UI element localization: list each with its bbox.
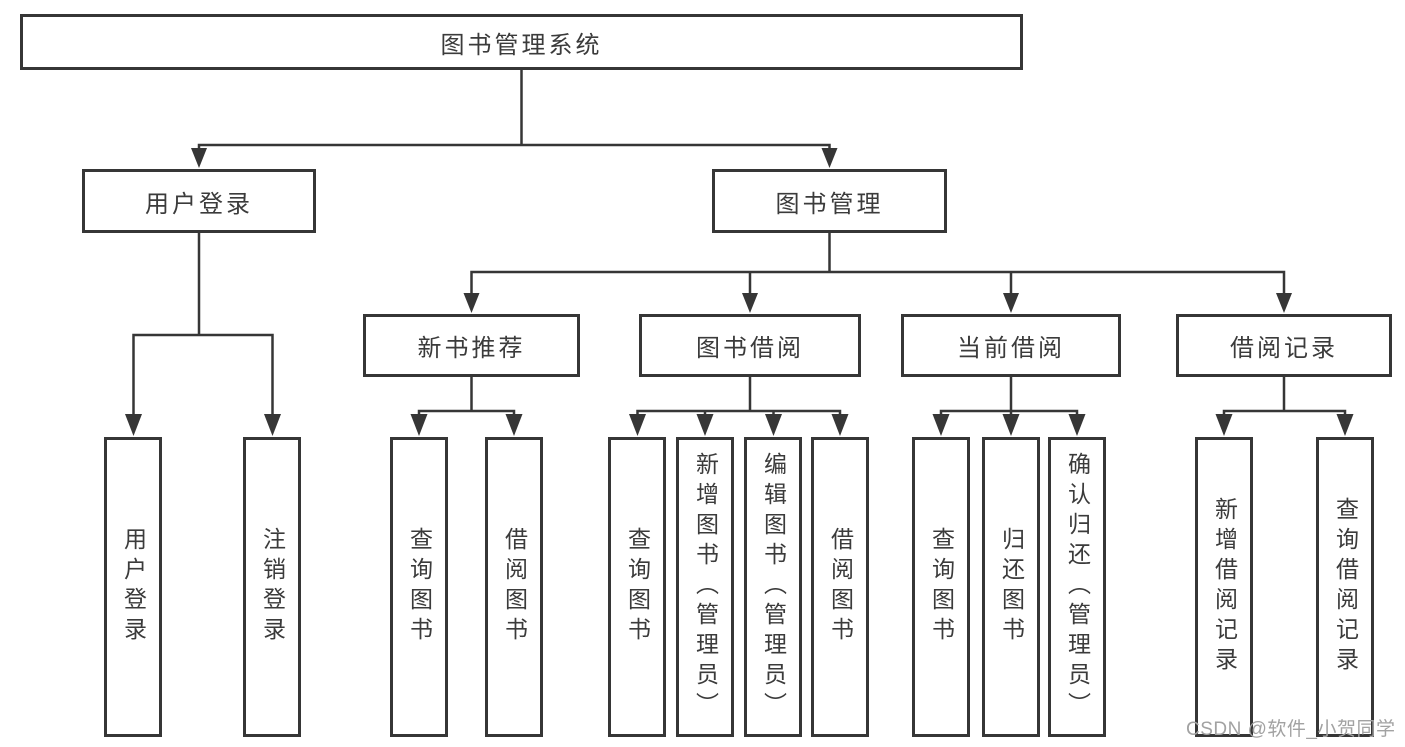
leaf-label: 注销登录 bbox=[259, 527, 286, 647]
leaf-label: 归还图书 bbox=[998, 527, 1025, 647]
node-label: 图书管理系统 bbox=[440, 31, 603, 59]
leaf-query-books-borrow: 查询图书 bbox=[608, 437, 666, 737]
node-label: 借阅记录 bbox=[1230, 335, 1338, 362]
leaf-label: 新增图书（管理员） bbox=[692, 452, 719, 722]
leaf-edit-books-admin: 编辑图书（管理员） bbox=[744, 437, 802, 737]
leaf-label: 查询图书 bbox=[928, 527, 955, 647]
node-user-login: 用户登录 bbox=[82, 169, 316, 233]
leaf-label: 查询借阅记录 bbox=[1332, 497, 1359, 677]
leaf-borrow-books-recommend: 借阅图书 bbox=[485, 437, 543, 737]
leaf-label: 编辑图书（管理员） bbox=[760, 452, 787, 722]
node-label: 图书管理 bbox=[775, 190, 884, 218]
leaf-label: 查询图书 bbox=[624, 527, 651, 647]
leaf-add-books-admin: 新增图书（管理员） bbox=[676, 437, 734, 737]
node-book-borrow: 图书借阅 bbox=[639, 314, 861, 377]
leaf-confirm-return-admin: 确认归还（管理员） bbox=[1048, 437, 1106, 737]
node-label: 图书借阅 bbox=[696, 335, 804, 362]
node-library-management-system: 图书管理系统 bbox=[20, 14, 1023, 70]
leaf-logout: 注销登录 bbox=[243, 437, 301, 737]
node-new-book-recommend: 新书推荐 bbox=[363, 314, 580, 377]
leaf-query-borrow-record: 查询借阅记录 bbox=[1316, 437, 1374, 737]
leaf-label: 确认归还（管理员） bbox=[1064, 452, 1091, 722]
leaf-label: 新增借阅记录 bbox=[1211, 497, 1238, 677]
leaf-label: 用户登录 bbox=[120, 527, 147, 647]
leaf-label: 借阅图书 bbox=[501, 527, 528, 647]
leaf-user-login: 用户登录 bbox=[104, 437, 162, 737]
leaf-borrow-books: 借阅图书 bbox=[811, 437, 869, 737]
leaf-label: 借阅图书 bbox=[827, 527, 854, 647]
node-book-management: 图书管理 bbox=[712, 169, 947, 233]
leaf-add-borrow-record: 新增借阅记录 bbox=[1195, 437, 1253, 737]
node-borrow-records: 借阅记录 bbox=[1176, 314, 1392, 377]
leaf-label: 查询图书 bbox=[406, 527, 433, 647]
leaf-query-books-current: 查询图书 bbox=[912, 437, 970, 737]
node-label: 当前借阅 bbox=[957, 335, 1065, 362]
csdn-watermark: CSDN @软件_小贺同学 bbox=[1186, 719, 1396, 740]
node-label: 用户登录 bbox=[145, 190, 253, 218]
leaf-query-books-recommend: 查询图书 bbox=[390, 437, 448, 737]
arrowheads bbox=[125, 148, 1354, 436]
leaf-return-books: 归还图书 bbox=[982, 437, 1040, 737]
node-label: 新书推荐 bbox=[417, 335, 526, 362]
node-current-borrow: 当前借阅 bbox=[901, 314, 1121, 377]
